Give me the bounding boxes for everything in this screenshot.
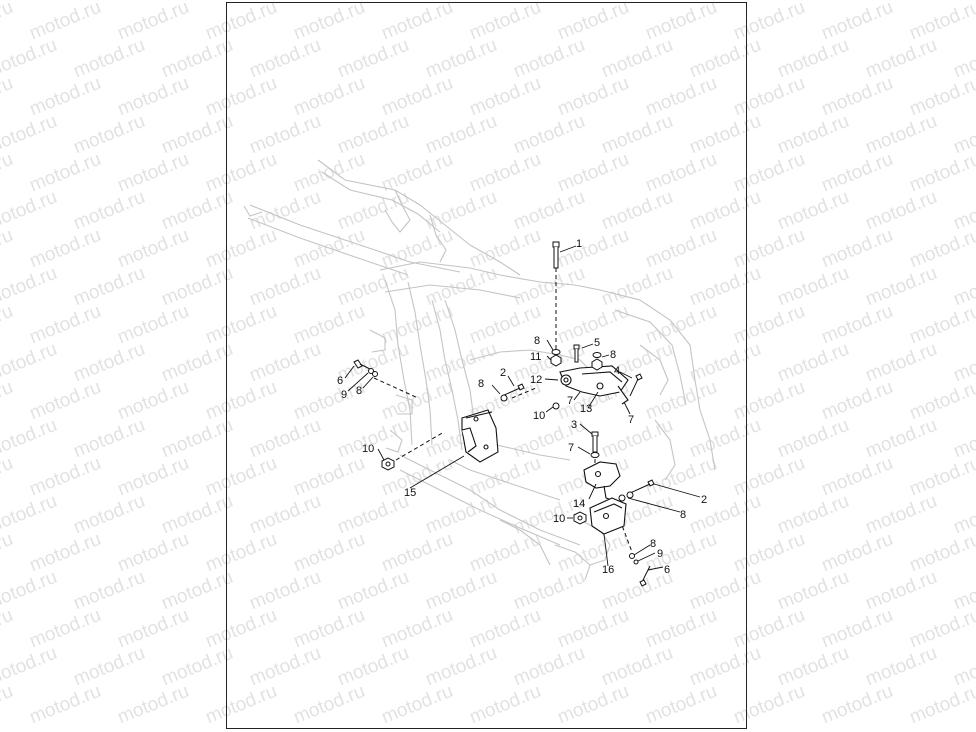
bracket-part-14 — [583, 461, 621, 501]
nut-part-10-left — [381, 457, 395, 471]
callout-2-lower: 2 — [701, 494, 707, 506]
bolt-part-3 — [590, 431, 600, 458]
bolt-part-2-upper — [500, 383, 525, 402]
nut-part-10-middle — [552, 402, 560, 410]
callout-14: 14 — [573, 498, 585, 510]
callout-7-a: 7 — [567, 395, 573, 407]
callout-2-upper: 2 — [500, 367, 506, 379]
callout-7-b: 7 — [628, 414, 634, 426]
callout-4: 4 — [614, 365, 620, 377]
callout-15: 15 — [404, 487, 416, 499]
bolt-part-4 — [629, 373, 643, 397]
bolt-part-5 — [573, 344, 580, 363]
callout-8-a: 8 — [534, 335, 540, 347]
callout-3: 3 — [571, 419, 577, 431]
nut-part-10-lower — [573, 511, 587, 525]
callout-10-left: 10 — [362, 443, 374, 455]
engine-bracket-part-13 — [559, 365, 629, 405]
callout-8-c: 8 — [478, 378, 484, 390]
washer-part-8-upper-right — [591, 352, 603, 371]
callout-16: 16 — [602, 564, 614, 576]
leader-lines — [344, 245, 701, 571]
bolt-part-6-lower — [629, 553, 651, 587]
callout-8-f: 8 — [650, 538, 656, 550]
mount-part-16 — [589, 497, 627, 535]
bolt-part-2-lower — [618, 479, 655, 502]
bolt-part-1 — [552, 241, 560, 269]
callout-8-e: 8 — [680, 509, 686, 521]
callout-1: 1 — [576, 238, 582, 250]
callout-labels: 1 2 2 3 4 5 6 6 7 7 7 8 8 8 8 8 8 9 9 10… — [337, 238, 707, 576]
washer-nut-stack-part-8-11 — [550, 349, 562, 367]
callout-7-c: 7 — [568, 442, 574, 454]
callout-5: 5 — [594, 337, 600, 349]
callout-10-middle: 10 — [533, 410, 545, 422]
callout-10-lower: 10 — [553, 513, 565, 525]
ghost-frame — [243, 159, 716, 581]
callout-11: 11 — [530, 351, 541, 363]
diagram-frame — [226, 2, 747, 729]
mount-bracket-part-15 — [461, 409, 499, 463]
callout-6-left: 6 — [337, 375, 343, 387]
callout-13: 13 — [580, 403, 592, 415]
callout-8-b: 8 — [610, 349, 616, 361]
callout-9-left: 9 — [341, 389, 347, 401]
bolt-part-6-left — [353, 359, 378, 377]
callout-8-d: 8 — [356, 385, 362, 397]
callout-12: 12 — [530, 374, 542, 386]
callout-9-lower: 9 — [657, 548, 663, 560]
callout-6-lower: 6 — [664, 564, 670, 576]
